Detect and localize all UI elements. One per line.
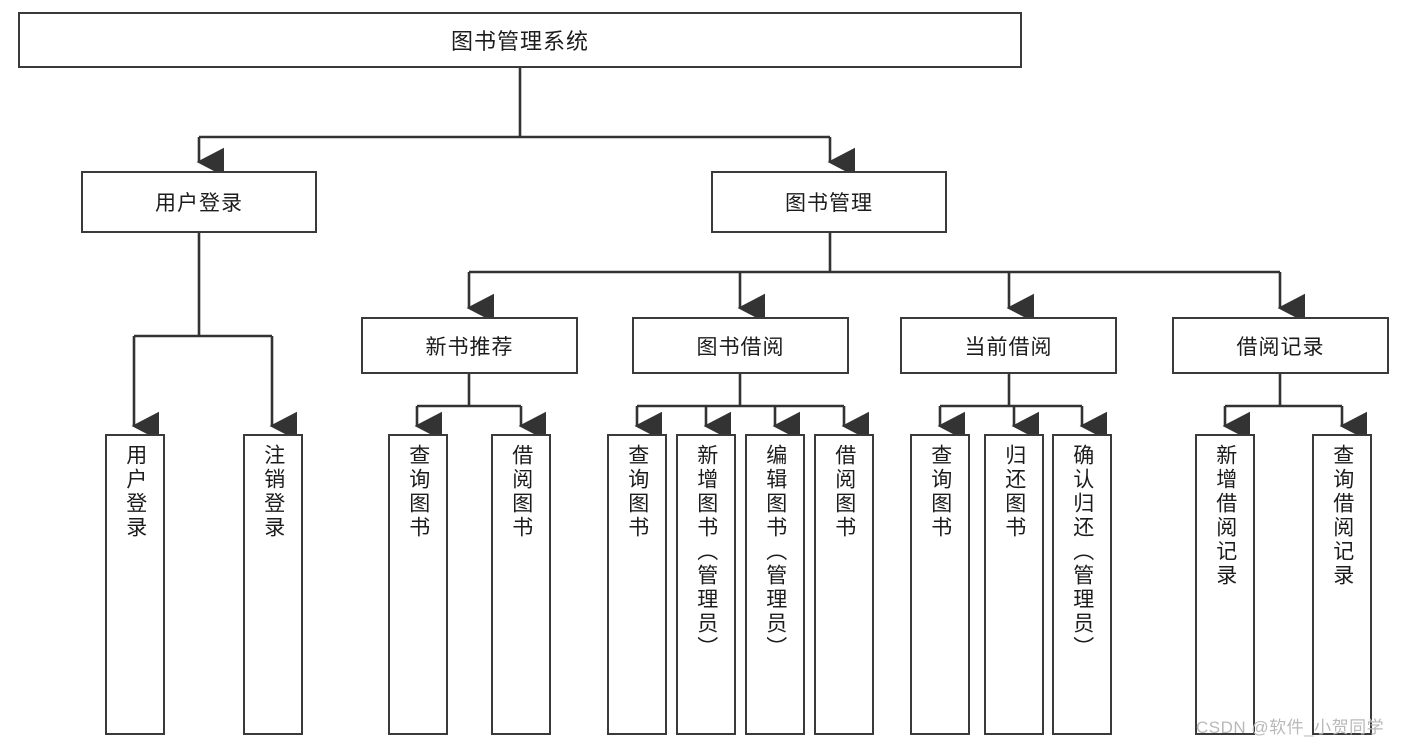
node-user-login-label: 用户登录 — [155, 192, 243, 215]
leaf-label: 注销登录 — [261, 444, 285, 540]
node-book-borrow-label: 图书借阅 — [696, 335, 785, 359]
node-new-book-recommend-label: 新书推荐 — [425, 335, 514, 359]
leaf-label: 查询借阅记录 — [1330, 444, 1354, 588]
leaf-borrow-edit-book-admin[interactable]: 编辑图书（管理员） — [745, 434, 805, 735]
leaf-user-login-signin[interactable]: 用户登录 — [105, 434, 165, 735]
leaf-current-confirm-return-admin[interactable]: 确认归还（管理员） — [1052, 434, 1112, 735]
node-current-borrow-label: 当前借阅 — [964, 335, 1053, 359]
leaf-borrow-add-book-admin[interactable]: 新增图书（管理员） — [676, 434, 736, 735]
leaf-label: 新增借阅记录 — [1213, 444, 1237, 588]
leaf-label: 查询图书 — [928, 444, 952, 540]
node-root-system[interactable]: 图书管理系统 — [18, 12, 1022, 68]
node-current-borrow[interactable]: 当前借阅 — [900, 317, 1117, 374]
leaf-label: 查询图书 — [625, 444, 649, 540]
leaf-borrow-borrow-book[interactable]: 借阅图书 — [814, 434, 874, 735]
leaf-records-query-record[interactable]: 查询借阅记录 — [1312, 434, 1372, 735]
node-borrow-records-label: 借阅记录 — [1236, 335, 1325, 359]
leaf-current-query-book[interactable]: 查询图书 — [910, 434, 970, 735]
leaf-user-login-signout[interactable]: 注销登录 — [243, 434, 303, 735]
node-book-management[interactable]: 图书管理 — [711, 171, 947, 233]
leaf-borrow-query-book[interactable]: 查询图书 — [607, 434, 667, 735]
node-new-book-recommend[interactable]: 新书推荐 — [361, 317, 578, 374]
leaf-current-return-book[interactable]: 归还图书 — [984, 434, 1044, 735]
leaf-label: 借阅图书 — [832, 444, 856, 540]
node-user-login[interactable]: 用户登录 — [81, 171, 317, 233]
leaf-records-add-record[interactable]: 新增借阅记录 — [1195, 434, 1255, 735]
leaf-label: 确认归还（管理员） — [1070, 444, 1094, 660]
node-borrow-records[interactable]: 借阅记录 — [1172, 317, 1389, 374]
node-book-borrow[interactable]: 图书借阅 — [632, 317, 849, 374]
leaf-label: 查询图书 — [406, 444, 430, 540]
node-root-label: 图书管理系统 — [450, 29, 589, 54]
node-book-management-label: 图书管理 — [785, 192, 873, 215]
leaf-label: 用户登录 — [123, 444, 147, 540]
leaf-newbook-borrow-book[interactable]: 借阅图书 — [491, 434, 551, 735]
leaf-label: 编辑图书（管理员） — [763, 444, 787, 660]
leaf-label: 归还图书 — [1002, 444, 1026, 540]
leaf-label: 借阅图书 — [509, 444, 533, 540]
leaf-label: 新增图书（管理员） — [694, 444, 718, 660]
leaf-newbook-query-book[interactable]: 查询图书 — [388, 434, 448, 735]
